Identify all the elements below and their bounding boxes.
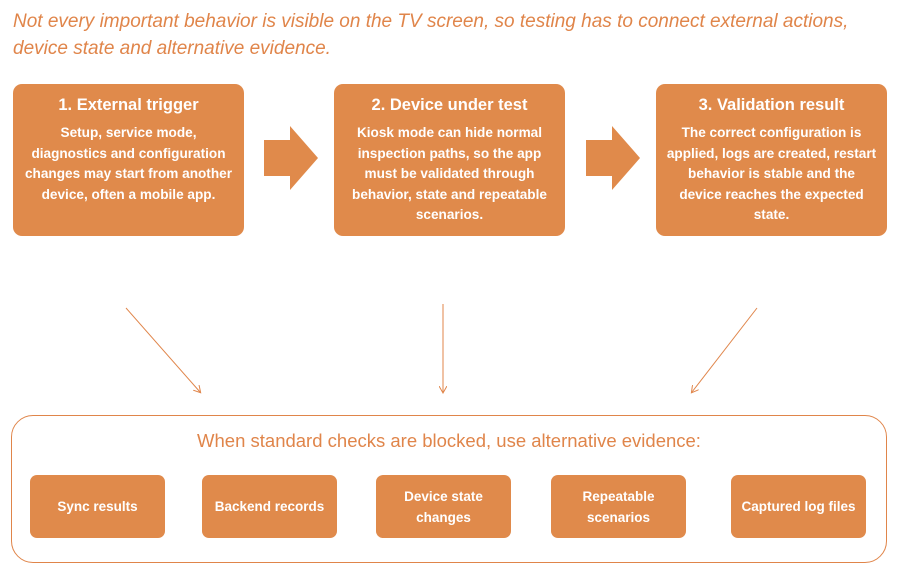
step-external-trigger: 1. External trigger Setup, service mode,… xyxy=(13,84,244,236)
step-validation-result: 3. Validation result The correct configu… xyxy=(656,84,887,236)
step-device-under-test: 2. Device under test Kiosk mode can hide… xyxy=(334,84,565,236)
right-arrow-icon xyxy=(264,126,318,190)
step-title: 3. Validation result xyxy=(698,96,845,114)
right-arrow-icon xyxy=(586,126,640,190)
connector-arrow-left xyxy=(125,307,200,392)
evidence-heading: When standard checks are blocked, use al… xyxy=(197,430,701,451)
evidence-repeatable-scenarios: Repeatable scenarios xyxy=(551,475,686,538)
step-body: Setup, service mode, diagnostics and con… xyxy=(25,125,232,202)
evidence-panel: When standard checks are blocked, use al… xyxy=(11,415,887,563)
headline: Not every important behavior is visible … xyxy=(13,11,849,59)
step-title: 1. External trigger xyxy=(58,96,199,114)
evidence-device-state-changes: Device state changes xyxy=(376,475,511,538)
evidence-sync-results: Sync results xyxy=(30,475,165,538)
step-body: Kiosk mode can hide normal inspection pa… xyxy=(352,125,547,222)
step-body: The correct configuration is applied, lo… xyxy=(666,125,877,222)
connector-arrow-right xyxy=(692,307,758,392)
evidence-backend-records: Backend records xyxy=(202,475,337,538)
evidence-captured-log-files: Captured log files xyxy=(731,475,866,538)
step-title: 2. Device under test xyxy=(371,96,528,114)
